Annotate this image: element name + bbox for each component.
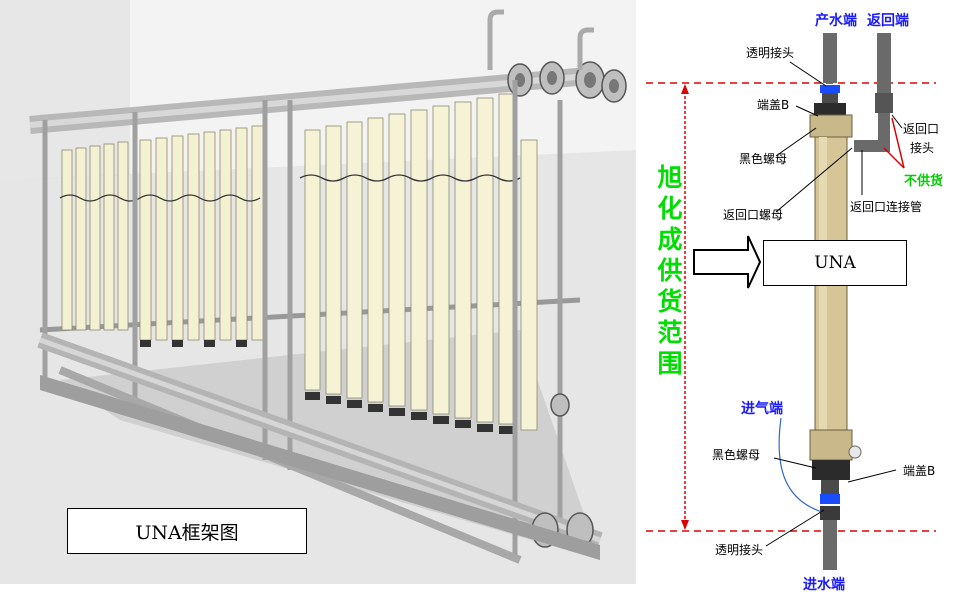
supply-scope-label: 旭化成供货范围 bbox=[657, 163, 683, 378]
black-nut-bottom-label: 黑色螺母 bbox=[712, 448, 761, 462]
una-label-box: UNA bbox=[763, 240, 907, 286]
frame-caption: UNA框架图 bbox=[67, 508, 307, 554]
return-joint-label-1: 返回口 bbox=[903, 122, 940, 136]
end-cap-bottom-label: 端盖B bbox=[903, 464, 936, 478]
una-schematic bbox=[636, 0, 954, 606]
una-schematic-drawing bbox=[646, 33, 936, 570]
pointer-arrow bbox=[693, 235, 762, 289]
air-inlet-label: 进气端 bbox=[741, 401, 783, 417]
return-nut-label: 返回口螺母 bbox=[723, 208, 784, 222]
clear-joint-bottom-label: 透明接头 bbox=[715, 543, 764, 557]
una-frame-render: UNA框架图 bbox=[0, 0, 636, 584]
end-cap-top-label: 端盖B bbox=[757, 98, 790, 112]
product-end-label: 产水端 bbox=[815, 13, 857, 29]
black-nut-top-label: 黑色螺母 bbox=[739, 152, 788, 166]
una-frame-illustration bbox=[29, 9, 627, 564]
return-end-label: 返回端 bbox=[867, 13, 909, 29]
return-joint-label-2: 接头 bbox=[910, 141, 935, 155]
return-pipe-label: 返回口连接管 bbox=[850, 200, 923, 214]
water-inlet-label: 进水端 bbox=[803, 577, 845, 593]
clear-joint-top-label: 透明接头 bbox=[746, 46, 795, 60]
not-supplied-label: 不供货 bbox=[904, 174, 944, 189]
